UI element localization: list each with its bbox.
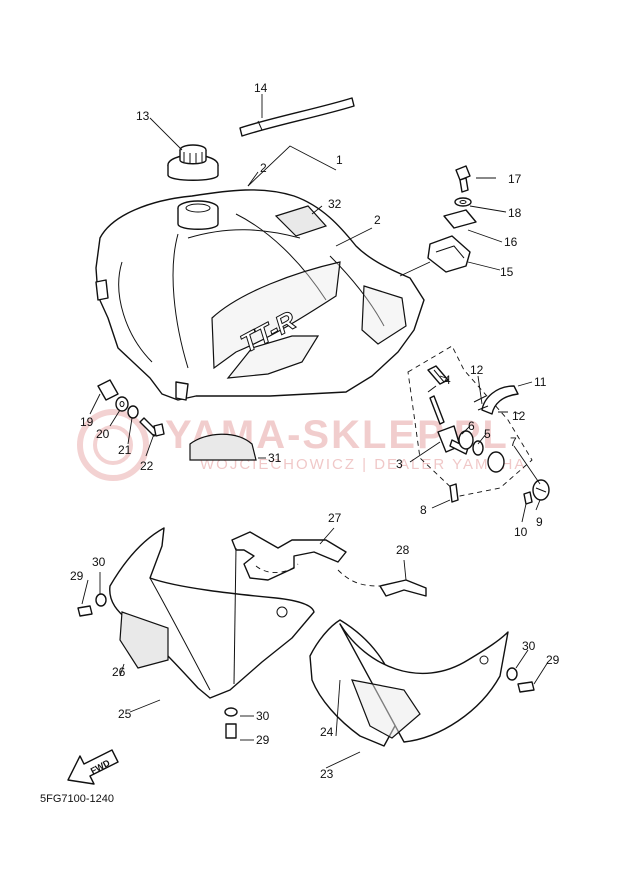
part-washer[interactable] [443, 209, 477, 229]
part-washer-small[interactable] [127, 405, 139, 419]
callout-2b: 2 [374, 213, 381, 227]
part-fuel-cock[interactable] [427, 385, 469, 455]
leader-lines [81, 94, 549, 769]
diagram-code: 5FG7100-1240 [40, 793, 114, 805]
callout-22: 22 [140, 459, 154, 473]
watermark-logo-icon [77, 409, 149, 481]
part-fuel-tank[interactable]: TT-R [95, 189, 425, 401]
callout-2a: 2 [260, 161, 267, 175]
part-side-cover-left[interactable] [109, 527, 315, 699]
callout-30c: 30 [522, 639, 536, 653]
callout-32: 32 [328, 197, 342, 211]
callout-10: 10 [514, 525, 528, 539]
callout-29b: 29 [256, 733, 270, 747]
callout-25: 25 [118, 707, 132, 721]
callout-29c: 29 [546, 653, 560, 667]
callout-20: 20 [96, 427, 110, 441]
part-side-cover-rod [233, 547, 237, 685]
part-fuel-pipe[interactable] [473, 385, 519, 415]
part-decal-cap[interactable] [274, 205, 328, 237]
callout-24: 24 [320, 725, 334, 739]
part-bolt-small[interactable] [139, 417, 165, 437]
callout-3: 3 [396, 457, 403, 471]
callout-numbers: 1 2 2 3 4 5 6 7 8 9 10 11 12 12 13 14 15… [70, 81, 560, 781]
fuel-cock-group-box [407, 345, 533, 497]
callout-4: 4 [444, 373, 451, 387]
callout-7: 7 [510, 435, 517, 449]
part-bracket[interactable] [231, 531, 347, 581]
part-hose[interactable] [337, 569, 427, 597]
callout-11: 11 [534, 375, 547, 389]
part-collar[interactable] [454, 197, 472, 207]
callout-16: 16 [504, 235, 518, 249]
part-bolt-bottom[interactable] [224, 707, 238, 739]
watermark-subtitle: WOJCIECHOWICZ | DEALER YAMAHA [200, 456, 526, 473]
fwd-arrow-icon: FWD [67, 749, 119, 785]
callout-17: 17 [508, 172, 522, 186]
part-fuel-hose-top[interactable] [239, 97, 355, 137]
part-side-cover-right[interactable] [309, 619, 509, 747]
callout-13: 13 [136, 109, 150, 123]
callout-26: 26 [112, 665, 126, 679]
callout-1: 1 [336, 153, 343, 167]
callout-14: 14 [254, 81, 268, 95]
part-cover[interactable] [189, 433, 257, 461]
part-damper[interactable] [427, 235, 471, 273]
part-fuel-cock-lever[interactable] [487, 451, 550, 501]
part-fuel-cock-gasket[interactable] [458, 430, 484, 456]
watermark-logo-inner-icon [93, 425, 133, 465]
callout-15: 15 [500, 265, 514, 279]
part-bolt-top[interactable] [455, 165, 471, 193]
callout-30b: 30 [256, 709, 270, 723]
callout-6: 6 [468, 419, 475, 433]
part-grommet[interactable] [97, 379, 119, 401]
callout-12a: 12 [470, 363, 484, 377]
leader-1 [247, 145, 337, 187]
part-fuel-cap[interactable] [167, 144, 219, 181]
part-bolt-right[interactable] [506, 667, 535, 693]
part-fuel-cock-clip[interactable] [427, 365, 449, 385]
callout-8: 8 [420, 503, 427, 517]
callout-19: 19 [80, 415, 94, 429]
callout-5: 5 [484, 427, 491, 441]
leader-2b [335, 227, 373, 247]
callout-30a: 30 [92, 555, 106, 569]
callout-23: 23 [320, 767, 334, 781]
callout-12b: 12 [512, 409, 526, 423]
callout-31: 31 [268, 451, 282, 465]
part-bolt-left[interactable] [77, 593, 107, 617]
part-fuel-cock-screws[interactable] [449, 483, 533, 505]
part-collar-small[interactable] [115, 396, 129, 412]
callout-21: 21 [118, 443, 132, 457]
callout-29a: 29 [70, 569, 84, 583]
callout-18: 18 [508, 206, 522, 220]
leader-2a [247, 171, 259, 187]
callout-27: 27 [328, 511, 342, 525]
callout-9: 9 [536, 515, 543, 529]
callout-28: 28 [396, 543, 410, 557]
